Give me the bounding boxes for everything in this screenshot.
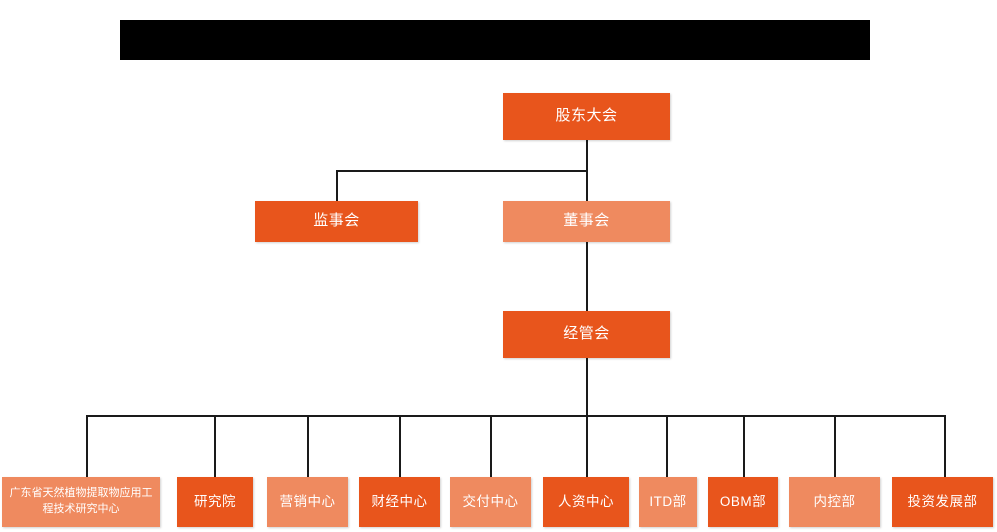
node-label: 股东大会 xyxy=(555,107,618,125)
connector-shareholders-horizontal xyxy=(336,170,588,172)
node-label: 人资中心 xyxy=(558,493,614,509)
node-label: 广东省天然植物提取物应用工程技术研究中心 xyxy=(9,487,153,515)
connector-drop-obm xyxy=(743,415,745,477)
connector-drop-institute xyxy=(214,415,216,477)
node-rd-center[interactable]: 广东省天然植物提取物应用工程技术研究中心 xyxy=(2,477,160,527)
node-investment[interactable]: 投资发展部 xyxy=(892,477,993,527)
node-label: OBM部 xyxy=(719,493,767,509)
node-management[interactable]: 经管会 xyxy=(503,311,670,358)
connector-drop-marketing xyxy=(307,415,309,477)
node-obm[interactable]: OBM部 xyxy=(708,477,778,527)
connector-drop-delivery xyxy=(490,415,492,477)
node-label: 研究院 xyxy=(194,493,236,509)
connector-directors-drop xyxy=(586,170,588,202)
node-label: 投资发展部 xyxy=(907,493,978,509)
node-label: 董事会 xyxy=(563,212,610,230)
node-itd[interactable]: ITD部 xyxy=(639,477,697,527)
connector-supervisors-drop xyxy=(336,170,338,202)
node-label: 监事会 xyxy=(313,212,360,230)
connector-drop-rd-center xyxy=(86,415,88,477)
connector-drop-investment xyxy=(944,415,946,477)
connector-shareholders-down xyxy=(586,140,588,172)
node-hr[interactable]: 人资中心 xyxy=(543,477,629,527)
node-institute[interactable]: 研究院 xyxy=(177,477,253,527)
connector-management-down xyxy=(586,358,588,418)
redacted-title-bar xyxy=(120,20,870,60)
node-shareholders[interactable]: 股东大会 xyxy=(503,93,670,140)
connector-drop-hr xyxy=(586,415,588,477)
node-internal-control[interactable]: 内控部 xyxy=(789,477,880,527)
node-directors[interactable]: 董事会 xyxy=(503,201,670,242)
connector-drop-finance xyxy=(399,415,401,477)
node-label: 交付中心 xyxy=(462,493,519,509)
connector-drop-itd xyxy=(666,415,668,477)
node-delivery[interactable]: 交付中心 xyxy=(450,477,531,527)
node-label: 经管会 xyxy=(563,325,610,343)
node-label: 财经中心 xyxy=(371,493,428,509)
node-supervisors[interactable]: 监事会 xyxy=(255,201,418,242)
node-finance[interactable]: 财经中心 xyxy=(359,477,440,527)
node-label: ITD部 xyxy=(649,493,687,509)
node-label: 内控部 xyxy=(813,493,856,509)
connector-bus-bar xyxy=(86,415,946,417)
node-marketing[interactable]: 营销中心 xyxy=(267,477,348,527)
node-label: 营销中心 xyxy=(279,493,336,509)
connector-directors-management xyxy=(586,241,588,311)
connector-drop-internal-control xyxy=(834,415,836,477)
